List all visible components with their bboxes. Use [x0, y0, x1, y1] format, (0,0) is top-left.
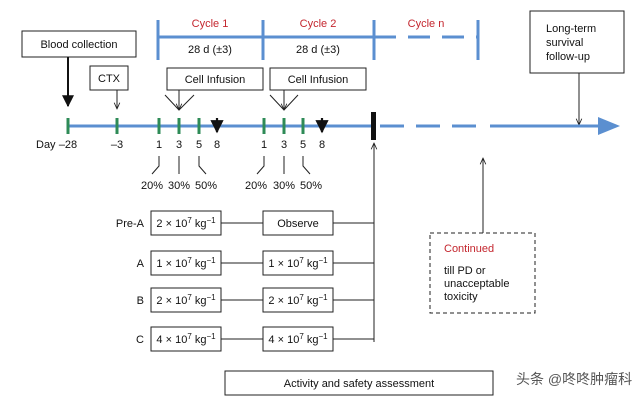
- assessment-label: Activity and safety assessment: [284, 378, 434, 390]
- assessment-box: [224, 370, 494, 396]
- infusion-percentage: 50%: [195, 180, 217, 192]
- blood-collection-label: Blood collection: [40, 39, 117, 51]
- continued-line-1: till PD or: [444, 265, 486, 277]
- cycle-brackets: Cycle 1 Cycle 2 Cycle n 28 d (±3) 28 d (…: [156, 18, 480, 60]
- day-label: 8: [319, 139, 325, 151]
- blood-collection-box: [21, 30, 137, 58]
- dose-row-label: A: [137, 258, 145, 270]
- dose-cycle2-box: [262, 287, 334, 313]
- infusion-percentage: 30%: [273, 180, 295, 192]
- cell-infusion-label-2: Cell Infusion: [288, 74, 349, 86]
- infusion-branch: [151, 156, 160, 175]
- day-label: 5: [300, 139, 306, 151]
- dose-row-label: C: [136, 334, 144, 346]
- day-label: 5: [196, 139, 202, 151]
- cycle1-title: Cycle 1: [192, 18, 229, 30]
- long-term-line-1: Long-term: [546, 23, 596, 35]
- infusion-percentage: 20%: [141, 180, 163, 192]
- dose-cycle1-text: 2 × 107 kg−1: [156, 216, 216, 230]
- cell-infusion-label-1: Cell Infusion: [185, 74, 246, 86]
- dose-cycle1-text: 4 × 107 kg−1: [156, 332, 216, 346]
- dose-cycle2-text: Observe: [277, 218, 319, 230]
- day-label: 3: [176, 139, 182, 151]
- cycle1-duration: 28 d (±3): [188, 44, 232, 56]
- dose-cycle1-text: 1 × 107 kg−1: [156, 256, 216, 270]
- watermark: 头条 @咚咚肿瘤科: [516, 371, 632, 387]
- dose-cycle1-text: 2 × 107 kg−1: [156, 293, 216, 307]
- dose-row-label: Pre-A: [116, 218, 145, 230]
- dose-cycle1-box: [150, 250, 222, 276]
- dose-cycle2-text: 2 × 107 kg−1: [268, 293, 328, 307]
- infusion-percentage: 50%: [300, 180, 322, 192]
- day-label: 1: [156, 139, 162, 151]
- cycle2-title: Cycle 2: [300, 18, 337, 30]
- cell-infusion-box-1: [166, 67, 264, 91]
- ctx-box: [89, 65, 129, 91]
- long-term-line-2: survival: [546, 37, 583, 49]
- timeline: [66, 112, 620, 140]
- dose-cycle1-box: [150, 287, 222, 313]
- dose-cycle2-text: 1 × 107 kg−1: [268, 256, 328, 270]
- long-term-box: [529, 10, 625, 74]
- infusion-branch: [302, 156, 311, 175]
- dose-cycle2-text: 4 × 107 kg−1: [268, 332, 328, 346]
- day-label: 8: [214, 139, 220, 151]
- infusion-percentage: 30%: [168, 180, 190, 192]
- dose-cycle1-box: [150, 326, 222, 352]
- day-label: –3: [111, 139, 123, 151]
- cycle-n-title: Cycle n: [408, 18, 445, 30]
- long-term-line-3: follow-up: [546, 51, 590, 63]
- continued-title: Continued: [444, 243, 494, 255]
- infusion-branch: [198, 156, 207, 175]
- dose-cycle2-box: [262, 210, 334, 236]
- day-label: –28: [59, 139, 77, 151]
- continued-line-2: unacceptable: [444, 278, 509, 290]
- continued-box: [429, 232, 536, 314]
- ctx-label: CTX: [98, 73, 121, 85]
- cycle2-duration: 28 d (±3): [296, 44, 340, 56]
- infusion-percentage: 20%: [245, 180, 267, 192]
- day-prefix: Day: [36, 139, 56, 151]
- day-label: 1: [261, 139, 267, 151]
- timeline-arrowhead: [598, 117, 620, 135]
- timeline-end-bar: [371, 112, 376, 140]
- continued-line-3: toxicity: [444, 291, 478, 303]
- dose-row-label: B: [137, 295, 144, 307]
- cell-infusion-box-2: [269, 67, 367, 91]
- day-label: 3: [281, 139, 287, 151]
- infusion-branch: [256, 156, 265, 175]
